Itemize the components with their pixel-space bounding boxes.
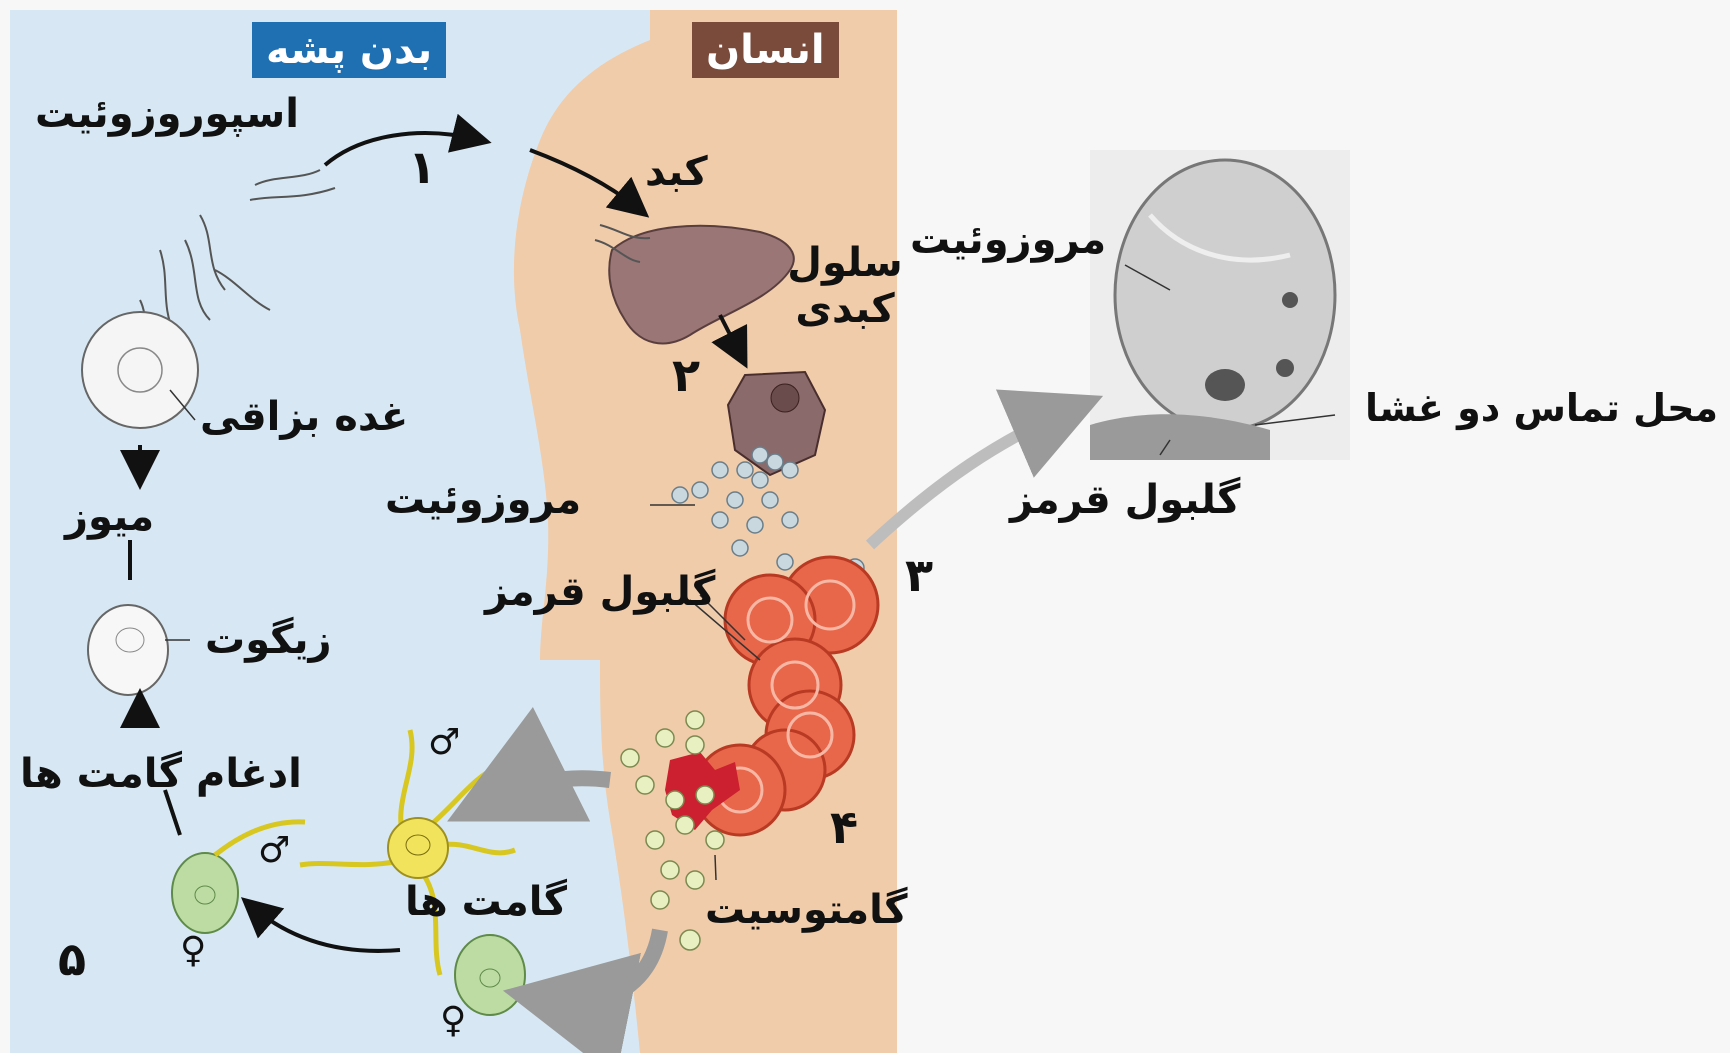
- female-symbol-icon: ♀: [180, 930, 206, 971]
- step-3: ۳: [905, 548, 933, 602]
- zygote-label: زیگوت: [205, 618, 332, 662]
- female-symbol-icon: ♀: [440, 1000, 466, 1041]
- sporozoite-label: اسپوروزوئیت: [35, 92, 299, 136]
- gametes-label: گامت ها: [405, 880, 567, 924]
- gametocyte-label: گامتوسیت: [705, 888, 907, 932]
- salivary-gland-shape: [82, 312, 198, 428]
- human-tag: انسان: [692, 22, 839, 78]
- zygote-shape: [88, 605, 168, 695]
- gamete-fusion-label: ادغام گامت ها: [20, 752, 302, 796]
- male-symbol-icon: ♂: [428, 722, 460, 763]
- mosquito-body-tag: بدن پشه: [252, 22, 446, 78]
- micrograph-rbc-label: گلبول قرمز: [1010, 478, 1240, 522]
- liver-label: کبد: [645, 150, 708, 194]
- micrograph-merozoite-label: مروزوئیت: [910, 218, 1106, 262]
- male-symbol-icon: ♂: [258, 830, 290, 871]
- liver-cell-label: سلول کبدی: [770, 240, 920, 332]
- merozoite-label: مروزوئیت: [385, 478, 581, 522]
- red-blood-cell-label: گلبول قرمز: [485, 570, 715, 614]
- step-4: ۴: [830, 800, 858, 854]
- female-gamete: [172, 853, 238, 933]
- meiosis-label: میوز: [65, 495, 154, 539]
- membrane-contact-label: محل تماس دو غشا: [1365, 388, 1718, 430]
- step-5: ۵: [58, 932, 86, 986]
- step-2: ۲: [672, 348, 700, 402]
- salivary-gland-label: غده بزاقی: [200, 395, 408, 439]
- step-1: ۱: [408, 140, 436, 194]
